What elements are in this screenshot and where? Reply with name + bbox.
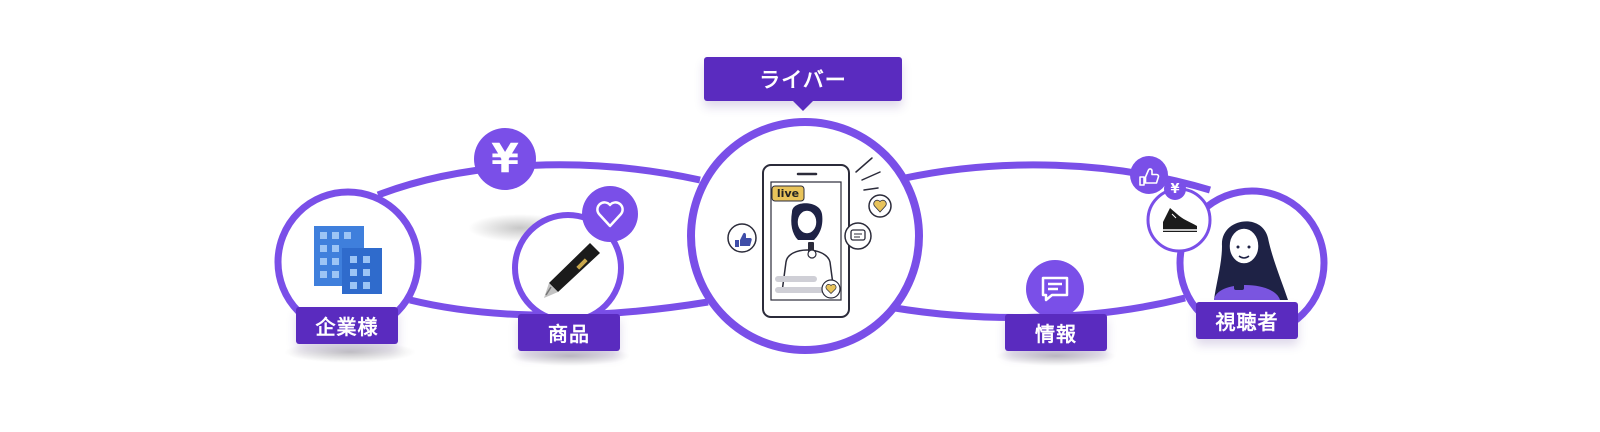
liver-node <box>687 118 923 354</box>
label-viewer: 視聴者 <box>1196 302 1298 339</box>
building-icon <box>314 226 382 294</box>
shadow <box>510 346 630 366</box>
label-company: 企業様 <box>296 307 398 344</box>
thumbs-up-badge <box>1130 156 1168 194</box>
shoe-bubble <box>1146 187 1212 253</box>
heart-bubble <box>868 194 892 218</box>
product-node <box>512 212 624 324</box>
thumbs-up-bubble <box>727 223 757 253</box>
pen-icon <box>544 243 600 298</box>
shadow <box>996 346 1116 366</box>
info-badge <box>1026 260 1084 318</box>
shoe-icon <box>1163 208 1197 232</box>
viewer-illustration <box>1214 221 1288 300</box>
yen-badge <box>474 128 536 190</box>
label-liver: ライバー <box>704 57 902 111</box>
sparkle-lines <box>855 157 881 191</box>
mini-yen-badge <box>1164 178 1186 200</box>
heart-icon <box>596 201 624 228</box>
shadow <box>284 341 416 363</box>
label-product: 商品 <box>518 314 620 351</box>
chat-icon <box>1041 276 1069 302</box>
live-badge-label: live <box>776 186 800 200</box>
viewer-node <box>1176 187 1328 339</box>
chat-bubble <box>844 222 872 250</box>
thumbs-up-icon <box>1139 168 1160 186</box>
thumbs-up-icon <box>735 232 752 247</box>
heart-badge <box>582 186 638 242</box>
heart-bubble <box>821 279 841 299</box>
label-info: 情報 <box>1005 314 1107 351</box>
mini-yen-label: ¥ <box>1170 181 1180 197</box>
yen-icon: ¥ <box>491 136 519 182</box>
